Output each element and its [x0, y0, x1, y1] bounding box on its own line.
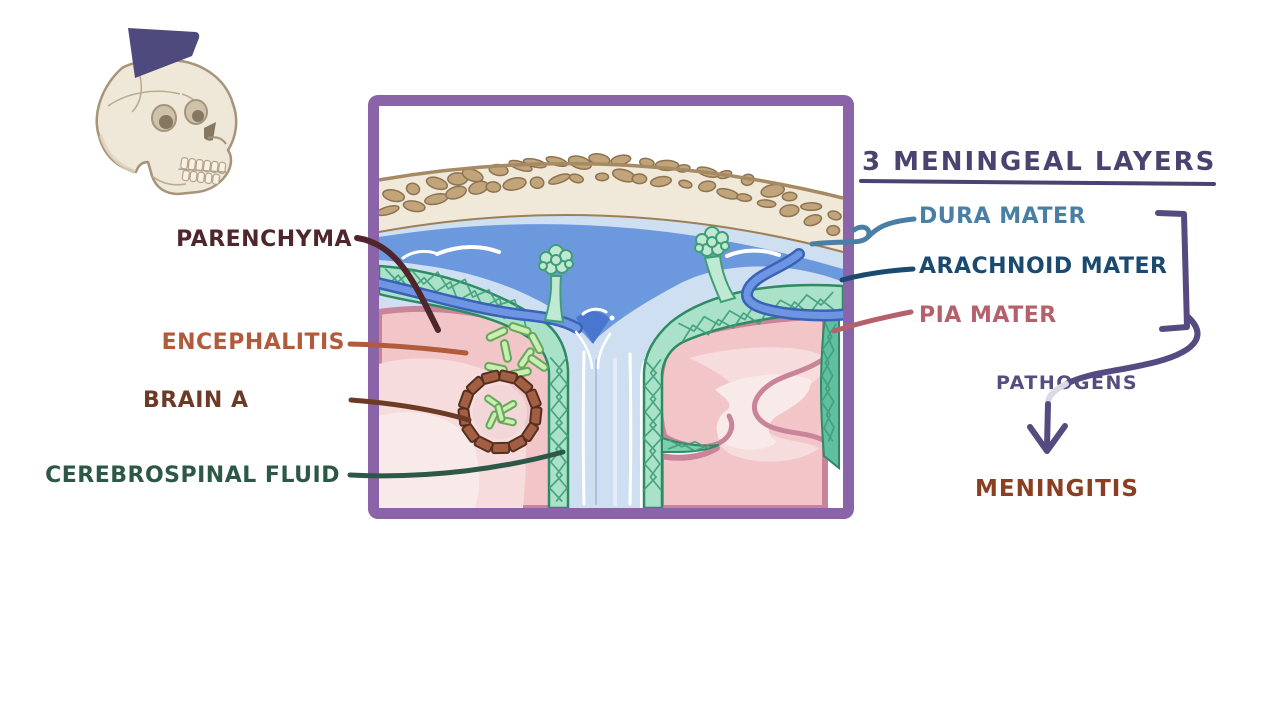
cranial-bone-layer [379, 153, 843, 255]
right-gyrus [656, 313, 828, 508]
sinus-apex [576, 311, 610, 344]
label-encephalitis: ENCEPHALITIS [161, 330, 345, 355]
label-pia-mater: PIA MATER [919, 303, 1057, 328]
arachnoid-granulation-right [694, 226, 737, 304]
label-dura-mater: DURA MATER [919, 204, 1086, 229]
label-parenchyma: PARENCHYMA [176, 227, 352, 252]
dura-leader-hook [851, 224, 872, 240]
label-brain-abscess-partial: BRAIN A [143, 388, 249, 413]
label-cerebrospinal-fluid: CEREBROSPINAL FLUID [45, 463, 340, 488]
pathogens-arrow-head-icon [1027, 423, 1068, 454]
csf-column-highlights [574, 330, 633, 506]
section-marker-icon [128, 28, 200, 78]
anatomy-panel [368, 95, 854, 519]
teeth [178, 157, 229, 185]
diagram-title: 3 MENINGEAL LAYERS [862, 147, 1217, 177]
label-arachnoid-mater: ARACHNOID MATER [919, 254, 1168, 279]
skull-icon [95, 58, 238, 196]
title-underline [859, 179, 1216, 186]
pathogens-arrow-stem [1044, 401, 1051, 450]
label-meningitis: MENINGITIS [975, 476, 1139, 502]
nasal-aperture [204, 122, 216, 141]
arachnoid-granulation-left [538, 244, 574, 324]
meninges-cross-section [379, 106, 843, 508]
dural-venous-sinus [379, 224, 843, 343]
abscess-bacteria [484, 394, 518, 430]
skull-illustration [95, 28, 238, 196]
label-pathogens: PATHOGENS [996, 372, 1139, 394]
